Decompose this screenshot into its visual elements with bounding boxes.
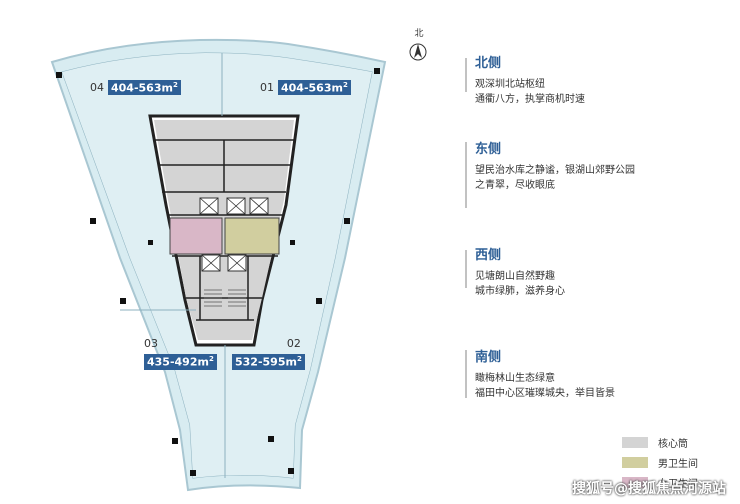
legend-swatch [622,436,648,448]
north-arrow-icon [414,44,422,58]
side-title: 西侧 [475,248,502,263]
female-restroom [169,217,223,255]
unit-number: 04 [90,81,104,94]
unit-area-badge: 532-595m2 [232,354,305,370]
side-title: 南侧 [475,350,502,365]
unit-label-04: 04 404-563m2 [90,79,181,96]
core-area [154,120,294,340]
side-south: 南侧 瞰梅林山生态绿意 福田中心区璀璨城央，举目皆景 [475,346,715,401]
unit-label-01: 01 404-563m2 [260,79,351,96]
legend-label: 核心筒 [658,438,688,450]
unit-number: 01 [260,81,274,94]
male-restroom [224,217,280,255]
side-title: 东侧 [475,142,502,157]
side-line: 观深圳北站枢纽 [475,79,545,90]
unit-dividers [120,53,226,478]
unit-number: 03 [144,337,158,350]
unit-label-02: 02 532-595m2 [232,337,305,370]
legend-item-male-restroom: 男卫生间 [622,454,698,470]
legend-swatch [622,476,648,488]
legend-label: 男卫生间 [658,458,698,470]
side-line: 瞰梅林山生态绿意 [475,373,555,384]
legend-label: 女卫生间 [658,478,698,490]
side-line: 城市绿肺，滋养身心 [475,286,565,297]
legend-item-core: 核心筒 [622,434,698,450]
side-line: 见塘朗山自然野趣 [475,271,555,282]
elevator-cross [199,197,269,272]
unit-area-badge: 404-563m2 [108,79,181,96]
legend-item-female-restroom: 女卫生间 [622,474,698,490]
side-west: 西侧 见塘朗山自然野趣 城市绿肺，滋养身心 [475,244,715,299]
legend: 核心筒 男卫生间 女卫生间 [622,434,698,494]
unit-number: 02 [286,337,301,350]
side-line: 通衢八方，执掌商机时速 [475,94,585,105]
watermark: 搜狐号@搜狐焦点河源站 [572,481,726,497]
north-label: 北 [414,29,424,39]
side-title: 北侧 [475,56,502,71]
side-east: 东侧 望民治水库之静谧，银湖山郊野公园 之青翠，尽收眼底 [475,138,715,193]
north-indicator: 北 [409,26,429,39]
side-line: 望民治水库之静谧，银湖山郊野公园 [475,165,635,176]
stairs [204,289,246,307]
core-walls [154,139,294,321]
unit-area-badge: 404-563m2 [278,79,351,96]
side-line: 之青翠，尽收眼底 [475,180,555,191]
side-north: 北侧 观深圳北站枢纽 通衢八方，执掌商机时速 [475,52,715,107]
unit-label-03: 03 435-492m2 [144,337,217,370]
columns [56,68,380,476]
side-line: 福田中心区璀璨城央，举目皆景 [475,388,615,399]
unit-area-badge: 435-492m2 [144,354,217,370]
legend-swatch [622,456,648,468]
